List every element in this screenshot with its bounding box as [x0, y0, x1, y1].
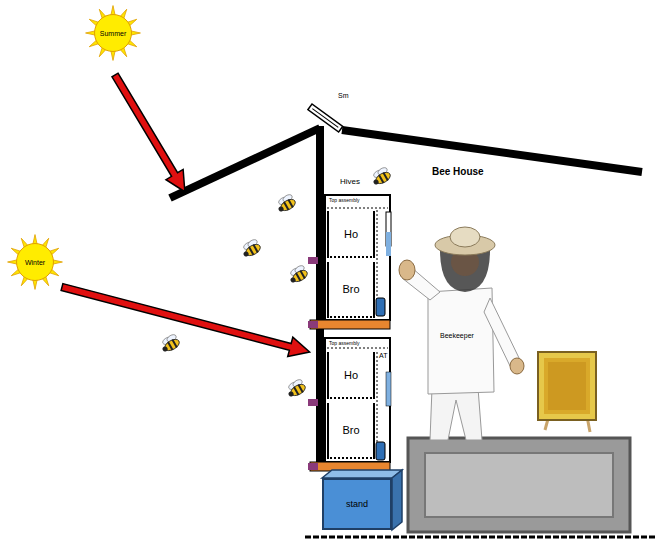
- platform: [408, 438, 630, 532]
- hive-frame: [325, 195, 390, 320]
- stand-top: [322, 470, 402, 478]
- brood-box: Bro: [327, 262, 375, 318]
- node-label: stand: [346, 499, 368, 509]
- node-label: Ho: [344, 369, 358, 381]
- entrance: [308, 257, 318, 264]
- node-label: Summer: [100, 30, 126, 37]
- person-label: Beekeeper: [440, 332, 474, 340]
- sun-ray-arrow: [106, 70, 193, 197]
- sun-winter: Winter: [7, 234, 63, 290]
- bee: [239, 238, 262, 259]
- bee: [274, 193, 297, 214]
- honey-super: Ho: [327, 352, 375, 399]
- bee: [286, 264, 309, 285]
- hive-frame: [325, 338, 390, 462]
- platform-top: [425, 453, 613, 517]
- feeder: [376, 298, 385, 316]
- honey-super: Ho: [327, 211, 375, 258]
- entrance: [308, 463, 318, 470]
- beekeeper-figure: [399, 227, 524, 440]
- stand-box: stand: [322, 478, 392, 530]
- entrance: [308, 399, 318, 406]
- roof-left: [170, 128, 320, 198]
- part-label: Top assembly: [329, 198, 360, 204]
- roof-right: [342, 130, 642, 172]
- honey-frame: [538, 352, 596, 432]
- sun-ray-arrow: [59, 277, 312, 361]
- entrance: [308, 321, 318, 328]
- node-label: Bro: [342, 424, 359, 436]
- bee: [284, 378, 307, 399]
- ground-line: [305, 536, 655, 539]
- stand-side: [392, 470, 402, 530]
- vent-label: Sm: [338, 92, 349, 100]
- brood-box: Bro: [327, 403, 375, 459]
- bee: [369, 166, 392, 187]
- hives-label: Hives: [340, 178, 360, 187]
- bee: [158, 333, 181, 354]
- feeder: [376, 442, 385, 460]
- part-label: AT: [379, 352, 387, 360]
- sun-summer: Summer: [85, 5, 141, 61]
- node-label: Ho: [344, 228, 358, 240]
- house-label: Bee House: [432, 166, 484, 177]
- wall: [316, 126, 324, 470]
- roof-vent: [308, 104, 343, 132]
- node-label: Bro: [342, 283, 359, 295]
- hive-floor: [310, 320, 390, 329]
- part-label: Top assembly: [329, 341, 360, 347]
- node-label: Winter: [25, 259, 45, 266]
